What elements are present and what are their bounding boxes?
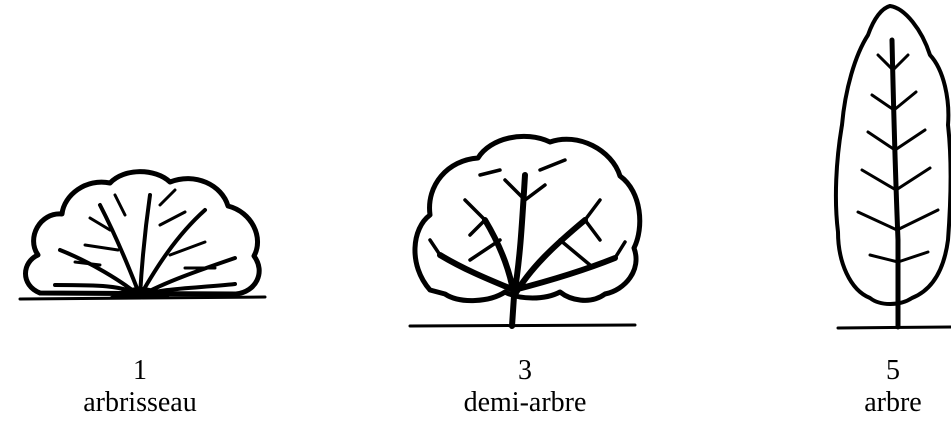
scale-number: 1 xyxy=(133,355,147,386)
caption-arbre: 5 arbre xyxy=(835,355,951,419)
form-name: arbre xyxy=(864,387,922,418)
small-tree-icon xyxy=(408,133,643,329)
tall-tree-icon xyxy=(833,4,951,330)
scale-number: 5 xyxy=(886,355,900,386)
scale-number: 3 xyxy=(518,355,532,386)
shrub-icon xyxy=(18,169,267,301)
form-name: demi-arbre xyxy=(463,387,587,418)
caption-demi-arbre: 3 demi-arbre xyxy=(435,355,615,419)
form-name: arbrisseau xyxy=(83,387,197,418)
caption-arbrisseau: 1 arbrisseau xyxy=(55,355,225,419)
